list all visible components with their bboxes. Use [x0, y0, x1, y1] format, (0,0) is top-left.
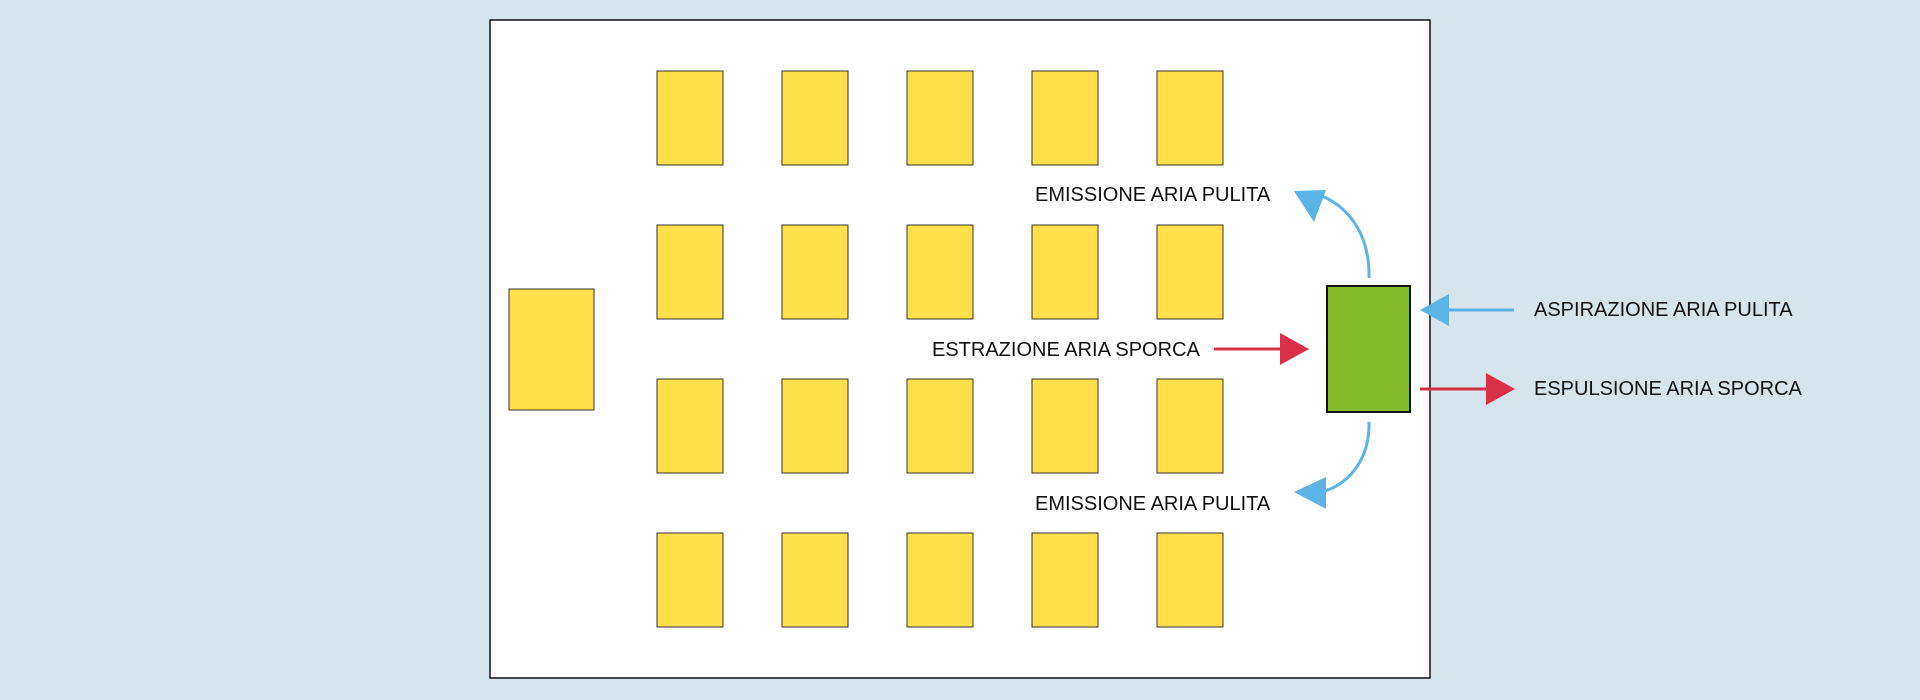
clean-air-emission-top-arrow: [1321, 194, 1371, 279]
student-desk: [656, 378, 724, 474]
student-desk: [781, 70, 849, 166]
student-desk: [906, 224, 974, 320]
label-extraction: ESTRAZIONE ARIA SPORCA: [932, 339, 1201, 361]
student-desk: [1156, 224, 1224, 320]
student-desk: [906, 532, 974, 628]
student-desk: [656, 70, 724, 166]
student-desk: [781, 532, 849, 628]
label-intake: ASPIRAZIONE ARIA PULITA: [1534, 299, 1793, 321]
clean-air-emission-bottom-arrow: [1321, 421, 1371, 494]
student-desk: [906, 70, 974, 166]
student-desk: [906, 378, 974, 474]
student-desk-grid: [656, 70, 1224, 628]
student-desk: [1031, 224, 1099, 320]
teacher-desk: [508, 288, 595, 411]
student-desk: [656, 224, 724, 320]
label-emission-top: EMISSIONE ARIA PULITA: [1035, 184, 1271, 206]
clean-air-intake-arrowhead: [1420, 294, 1449, 326]
clean-air-emission-bottom-arrowhead: [1294, 477, 1326, 509]
student-desk: [781, 224, 849, 320]
label-emission-bottom: EMISSIONE ARIA PULITA: [1035, 493, 1271, 515]
ventilation-unit: [1326, 285, 1411, 413]
label-expulsion: ESPULSIONE ARIA SPORCA: [1534, 378, 1803, 400]
dirty-air-extraction-arrowhead: [1280, 333, 1309, 365]
student-desk: [1031, 378, 1099, 474]
student-desk: [1156, 70, 1224, 166]
student-desk: [1031, 70, 1099, 166]
clean-air-emission-top-arrowhead: [1294, 190, 1326, 222]
student-desk: [656, 532, 724, 628]
student-desk: [1156, 378, 1224, 474]
student-desk: [781, 378, 849, 474]
dirty-air-expulsion-arrowhead: [1486, 373, 1515, 405]
student-desk: [1156, 532, 1224, 628]
student-desk: [1031, 532, 1099, 628]
